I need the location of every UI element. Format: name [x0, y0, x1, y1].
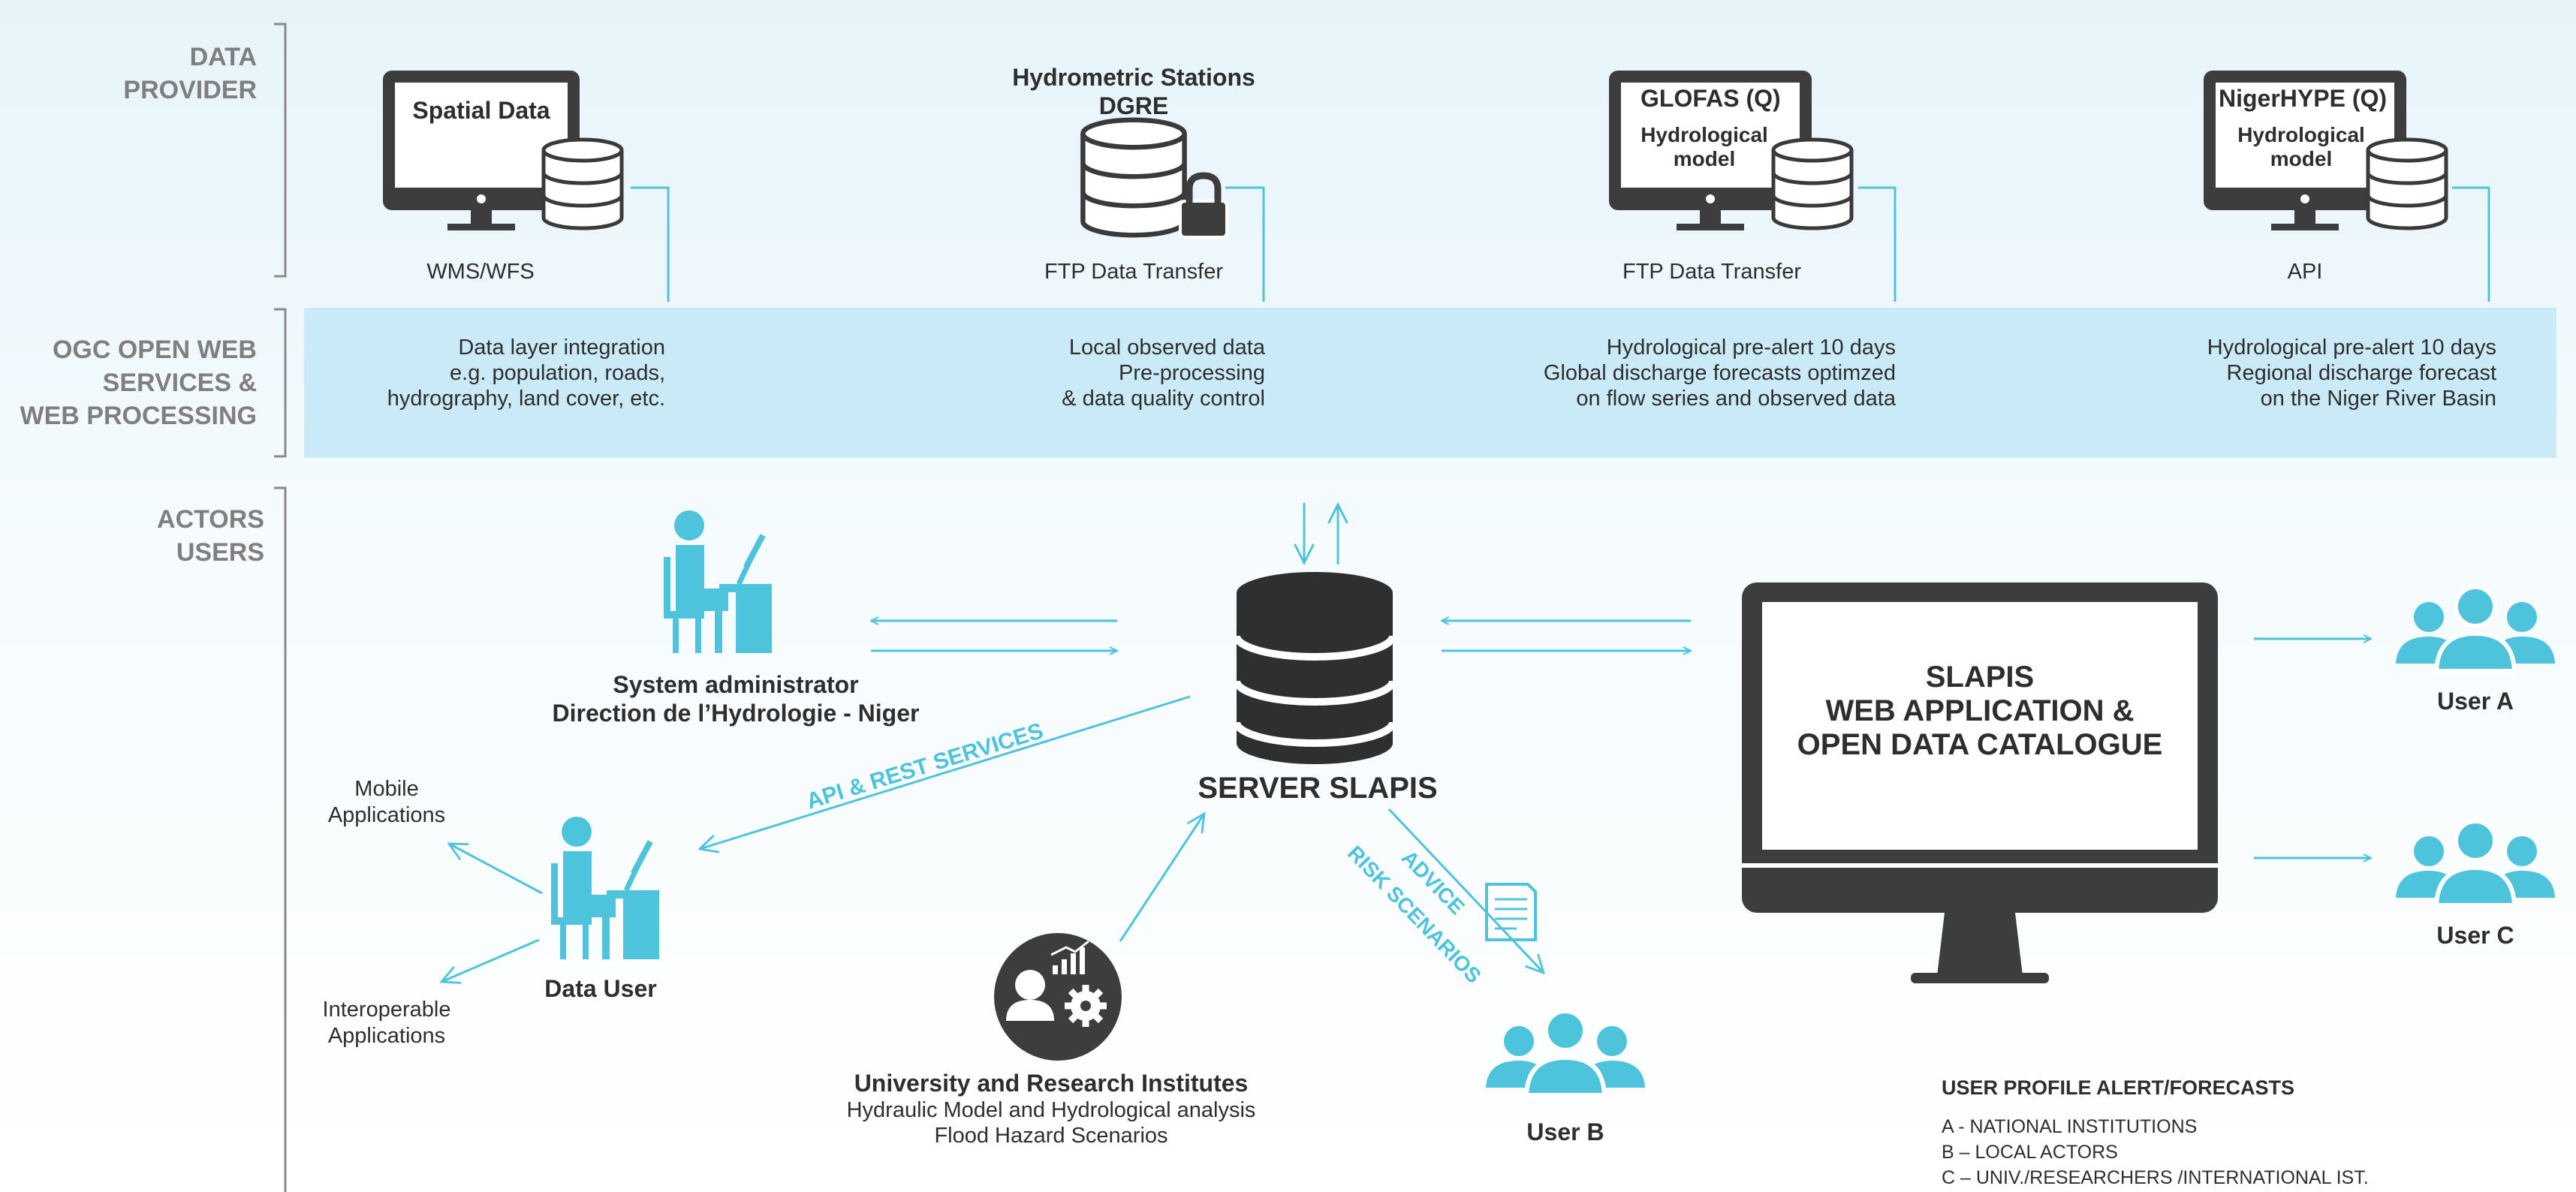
legend-title: USER PROFILE ALERT/FORECASTS	[1942, 1076, 2295, 1099]
provider-subtitle-nigerhype: Hydrological model	[2237, 123, 2365, 170]
legend-item-b: B – LOCAL ACTORS	[1942, 1142, 2118, 1163]
label-user-a: User A	[2437, 688, 2514, 715]
document-icon	[1485, 883, 1537, 941]
section-brackets	[274, 23, 287, 1192]
user-a-icon	[2396, 587, 2555, 671]
transfer-label-spatial: WMS/WFS	[426, 260, 535, 284]
web-application-monitor	[1742, 582, 2218, 983]
legend-item-c: C – UNIV./RESEARCHERS /INTERNATIONAL IST…	[1942, 1167, 2369, 1188]
system-administrator-icon	[664, 510, 772, 653]
transfer-label-glofas: FTP Data Transfer	[1622, 260, 1801, 284]
label-university-desc: Hydraulic Model and Hydrological analysi…	[846, 1098, 1256, 1148]
label-user-c: User C	[2436, 922, 2514, 949]
nigerhype-icon	[2204, 71, 2446, 230]
spatial-data-icon	[383, 71, 622, 230]
provider-title-spatial: Spatial Data	[412, 97, 550, 124]
user-b-icon	[1486, 1011, 1645, 1095]
legend-items: A - NATIONAL INSTITUTIONS B – LOCAL ACTOR…	[1942, 1114, 2369, 1190]
glofas-icon	[1609, 71, 1851, 230]
research-icon	[994, 933, 1122, 1061]
provider-title-nigerhype: NigerHYPE (Q)	[2219, 85, 2388, 112]
legend-item-a: A - NATIONAL INSTITUTIONS	[1942, 1116, 2198, 1137]
transfer-label-hydrometric: FTP Data Transfer	[1044, 260, 1223, 284]
ogc-band	[304, 308, 2556, 458]
provider-subtitle-glofas: Hydrological model	[1641, 123, 1768, 170]
provider-connectors	[631, 186, 2490, 302]
user-c-icon	[2396, 821, 2555, 905]
flow-arrows	[441, 503, 2371, 982]
hydrometric-stations-icon	[1083, 120, 1228, 239]
label-user-b: User B	[1526, 1118, 1604, 1145]
label-server: SERVER SLAPIS	[1198, 772, 1438, 805]
label-university: University and Research Institutes	[854, 1070, 1249, 1097]
provider-title-glofas: GLOFAS (Q)	[1641, 85, 1781, 112]
data-user-icon	[551, 817, 659, 959]
server-icon	[1233, 572, 1396, 764]
transfer-label-nigerhype: API	[2287, 260, 2323, 284]
label-data-user: Data User	[544, 975, 657, 1002]
